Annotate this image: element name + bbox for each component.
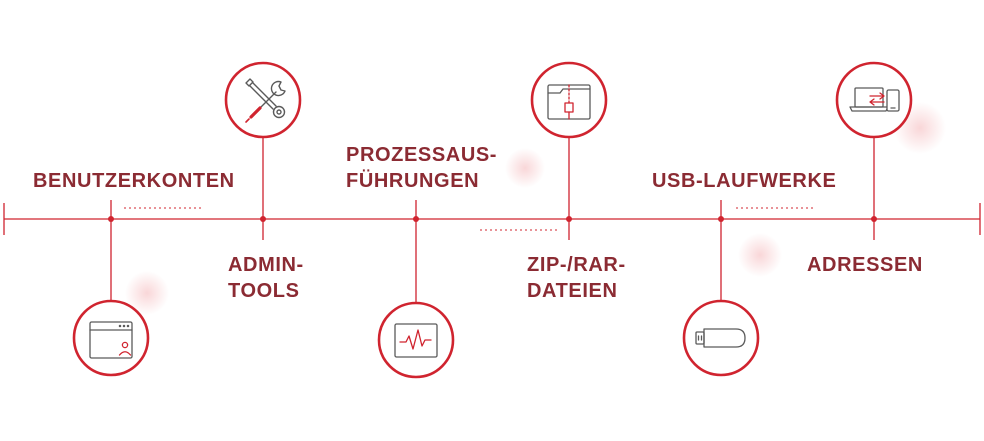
axis-dot xyxy=(108,216,114,222)
label-line: DATEIEN xyxy=(527,280,618,302)
axis-dot xyxy=(871,216,877,222)
label-adressen: ADRESSEN xyxy=(807,252,923,278)
label-line: USB-LAUFWERKE xyxy=(652,170,837,192)
label-line: ADMIN- xyxy=(228,254,304,276)
circle-zip-rar xyxy=(530,61,608,139)
label-zip-rar: ZIP-/RAR- DATEIEN xyxy=(527,252,626,304)
pulse-monitor-icon xyxy=(394,323,438,358)
browser-user-icon xyxy=(89,321,133,359)
label-line: FÜHRUNGEN xyxy=(346,170,480,192)
circle-usb-laufwerke xyxy=(682,299,760,377)
axis-dots xyxy=(108,216,877,222)
timeline-axis xyxy=(3,203,981,235)
axis-dot xyxy=(260,216,266,222)
label-usb-laufwerke: USB-LAUFWERKE xyxy=(652,168,836,194)
icon-circles xyxy=(72,61,913,379)
label-prozessausfuehrungen: PROZESSAUS- FÜHRUNGEN xyxy=(346,142,497,194)
devices-transfer-icon xyxy=(849,87,900,112)
label-line: BENUTZERKONTEN xyxy=(33,170,235,192)
label-line: PROZESSAUS- xyxy=(346,144,498,166)
dotted-accents xyxy=(124,207,814,231)
label-benutzerkonten: BENUTZERKONTEN xyxy=(33,168,235,194)
label-admin-tools: ADMIN- TOOLS xyxy=(228,252,304,304)
circle-adressen xyxy=(835,61,913,139)
label-line: ZIP-/RAR- xyxy=(527,254,626,276)
circle-admin-tools xyxy=(224,61,302,139)
axis-dot xyxy=(718,216,724,222)
label-line: ADRESSEN xyxy=(807,254,923,276)
axis-dot xyxy=(566,216,572,222)
circle-benutzerkonten xyxy=(72,299,150,377)
wrench-screwdriver-icon xyxy=(245,78,286,123)
zip-folder-icon xyxy=(547,84,591,120)
usb-drive-icon xyxy=(695,328,746,348)
axis-dot xyxy=(413,216,419,222)
label-line: TOOLS xyxy=(228,280,300,302)
